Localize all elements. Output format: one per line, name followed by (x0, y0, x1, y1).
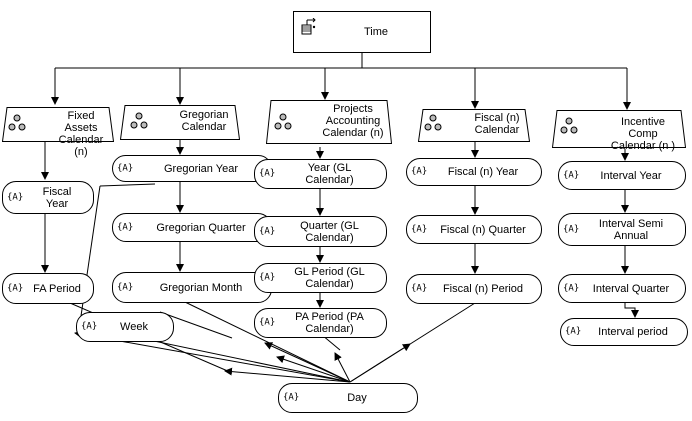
level-interval-period[interactable]: {A} Interval period (560, 318, 688, 346)
hierarchy-incentive-comp[interactable]: Incentive Comp Calendar (n ) (552, 110, 686, 152)
level-fa-period[interactable]: {A} FA Period (2, 273, 94, 304)
hierarchy-icon (424, 114, 442, 131)
root-label: Time (363, 26, 389, 38)
level-year-gl[interactable]: {A} Year (GL Calendar) (254, 159, 387, 189)
level-label: Interval Semi Annual (598, 217, 664, 242)
level-fiscal-n-year[interactable]: {A} Fiscal (n) Year (406, 158, 542, 186)
level-icon: {A} (411, 224, 428, 234)
level-label: Gregorian Year (164, 162, 238, 175)
level-label: Day (347, 392, 367, 404)
hierarchy-fiscal-n[interactable]: Fiscal (n) Calendar (418, 109, 530, 142)
level-label: Week (120, 321, 148, 333)
hierarchy-fixed-assets[interactable]: Fixed Assets Calendar (n) (2, 107, 114, 158)
level-gregorian-quarter[interactable]: {A} Gregorian Quarter (112, 213, 272, 242)
level-label: Interval Year (600, 169, 662, 182)
level-icon: {A} (7, 283, 24, 293)
level-icon: {A} (81, 321, 98, 332)
level-icon: {A} (117, 163, 134, 173)
level-label: Interval Quarter (592, 282, 670, 295)
level-icon: {A} (117, 282, 134, 292)
level-day[interactable]: {A} Day (278, 383, 418, 413)
level-icon: {A} (7, 192, 24, 202)
hierarchy-icon (560, 117, 578, 134)
level-pa-period[interactable]: {A} PA Period (PA Calendar) (254, 308, 387, 338)
level-fiscal-n-quarter[interactable]: {A} Fiscal (n) Quarter (406, 215, 542, 244)
level-icon: {A} (565, 326, 582, 337)
level-gregorian-year[interactable]: {A} Gregorian Year (112, 155, 272, 182)
level-label: Gregorian Quarter (156, 221, 246, 234)
hierarchy-label: Projects Accounting Calendar (n) (322, 103, 384, 139)
hierarchy-icon (130, 112, 148, 129)
hierarchy-label: Incentive Comp Calendar (n ) (610, 116, 676, 152)
level-label: FA Period (33, 282, 81, 295)
level-label: Fiscal Year (42, 185, 72, 210)
level-icon: {A} (563, 170, 580, 180)
dimension-icon (301, 18, 316, 35)
level-icon: {A} (259, 272, 276, 283)
hierarchy-projects-accounting[interactable]: Projects Accounting Calendar (n) (266, 100, 392, 144)
hierarchy-label: Gregorian Calendar (179, 109, 229, 133)
level-interval-semi-annual[interactable]: {A} Interval Semi Annual (558, 213, 686, 246)
hierarchy-gregorian[interactable]: Gregorian Calendar (120, 105, 240, 140)
level-gl-period[interactable]: {A} GL Period (GL Calendar) (254, 263, 387, 293)
level-icon: {A} (283, 392, 300, 403)
level-label: Fiscal (n) Quarter (440, 223, 526, 236)
level-icon: {A} (259, 317, 276, 328)
level-label: Quarter (GL Calendar) (300, 219, 359, 244)
level-gregorian-month[interactable]: {A} Gregorian Month (112, 272, 272, 303)
level-label: GL Period (GL Calendar) (294, 266, 365, 290)
level-fiscal-n-period[interactable]: {A} Fiscal (n) Period (406, 274, 542, 304)
level-icon: {A} (259, 168, 276, 179)
level-interval-year[interactable]: {A} Interval Year (558, 161, 686, 190)
level-label: Year (GL Calendar) (305, 162, 354, 186)
level-label: Gregorian Month (159, 281, 243, 294)
hierarchy-icon (8, 114, 26, 131)
hierarchy-icon (274, 113, 292, 130)
level-icon: {A} (563, 224, 580, 234)
level-interval-quarter[interactable]: {A} Interval Quarter (558, 274, 686, 303)
level-label: Interval period (598, 326, 668, 338)
hierarchy-label: Fixed Assets Calendar (n) (58, 110, 104, 158)
level-quarter-gl[interactable]: {A} Quarter (GL Calendar) (254, 216, 387, 247)
level-label: PA Period (PA Calendar) (295, 311, 364, 335)
level-icon: {A} (259, 226, 276, 236)
level-label: Fiscal (n) Year (447, 166, 519, 178)
level-label: Fiscal (n) Period (442, 283, 524, 295)
root-time[interactable]: Time (293, 11, 431, 53)
level-icon: {A} (411, 283, 428, 294)
level-fiscal-year[interactable]: {A} Fiscal Year (2, 181, 94, 214)
hierarchy-label: Fiscal (n) Calendar (474, 112, 520, 136)
level-icon: {A} (563, 283, 580, 293)
level-icon: {A} (411, 166, 428, 177)
level-week[interactable]: {A} Week (76, 312, 174, 342)
level-icon: {A} (117, 222, 134, 232)
